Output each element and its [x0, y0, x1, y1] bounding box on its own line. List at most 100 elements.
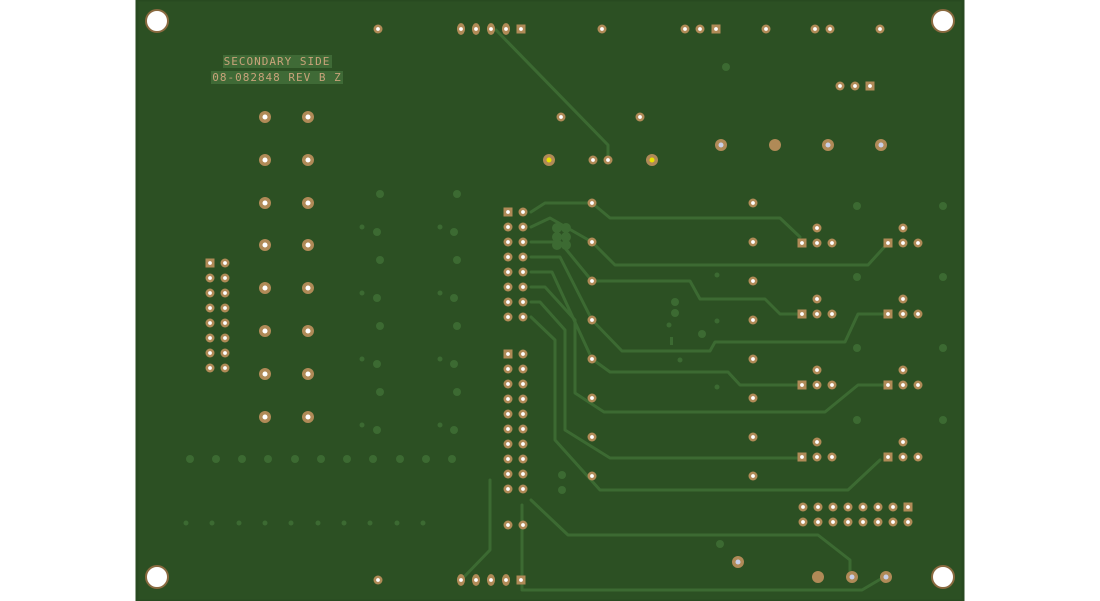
pad-1	[797, 380, 807, 390]
header-pin	[518, 312, 528, 322]
pad	[812, 452, 822, 462]
test-point	[587, 237, 597, 247]
header-pin	[518, 267, 528, 277]
header-pin-1	[516, 575, 526, 585]
header-pin	[205, 363, 215, 373]
header-pin	[843, 502, 853, 512]
pad	[898, 294, 908, 304]
pad-1	[865, 81, 875, 91]
via-pad	[373, 24, 383, 34]
header-pin	[503, 267, 513, 277]
pad-1	[883, 238, 893, 248]
pad	[810, 24, 820, 34]
pad	[812, 294, 822, 304]
pad-1	[797, 238, 807, 248]
header-pin	[503, 312, 513, 322]
header-pin	[858, 517, 868, 527]
header-pin	[486, 574, 496, 586]
header-pin	[873, 517, 883, 527]
pad	[827, 452, 837, 462]
pad	[898, 452, 908, 462]
header-pin	[205, 288, 215, 298]
header-pin	[843, 517, 853, 527]
header-pin	[220, 258, 230, 268]
test-point	[748, 471, 758, 481]
pad	[913, 309, 923, 319]
header-pin	[798, 517, 808, 527]
pad	[913, 380, 923, 390]
header-pin	[518, 364, 528, 374]
vias	[183, 63, 947, 548]
pad	[913, 452, 923, 462]
component-pad-1	[302, 154, 314, 166]
pad	[812, 309, 822, 319]
header-pin	[518, 439, 528, 449]
component-pad	[259, 282, 271, 294]
header-pin	[220, 318, 230, 328]
pad	[680, 24, 690, 34]
test-point	[587, 432, 597, 442]
test-point	[748, 393, 758, 403]
test-point	[587, 471, 597, 481]
header-pin	[471, 574, 481, 586]
component-pad	[259, 197, 271, 209]
header-pin	[503, 222, 513, 232]
header-pin	[456, 23, 466, 35]
pad-large	[646, 154, 658, 166]
component-pad-1	[302, 111, 314, 123]
test-point	[587, 276, 597, 286]
test-point	[748, 354, 758, 364]
pad-1	[797, 309, 807, 319]
pad	[898, 223, 908, 233]
component-pad-1	[302, 325, 314, 337]
component-pad-1	[302, 239, 314, 251]
pad	[695, 24, 705, 34]
copper-traces	[461, 28, 890, 592]
pad-1	[711, 24, 721, 34]
pad	[812, 238, 822, 248]
header-pin	[503, 454, 513, 464]
header-pin	[503, 379, 513, 389]
component-pad	[259, 325, 271, 337]
via-pad	[373, 575, 383, 585]
component-pad-1	[302, 411, 314, 423]
header-pin	[503, 394, 513, 404]
pad	[835, 81, 845, 91]
component-pad	[259, 154, 271, 166]
pad	[875, 24, 885, 34]
test-point	[748, 276, 758, 286]
pad	[827, 309, 837, 319]
header-pin	[471, 23, 481, 35]
pad	[503, 520, 513, 530]
silkscreen-line-1: SECONDARY SIDE	[224, 55, 331, 68]
component-pad-1	[302, 282, 314, 294]
copper-pads	[205, 23, 923, 586]
pad	[827, 380, 837, 390]
header-pin	[503, 439, 513, 449]
header-pin	[798, 502, 808, 512]
pad	[898, 380, 908, 390]
header-pin	[873, 502, 883, 512]
component-pad	[259, 239, 271, 251]
header-pin	[503, 237, 513, 247]
mounting-hole-bl	[145, 565, 169, 589]
header-pin	[501, 23, 511, 35]
header-pin	[501, 574, 511, 586]
header-pin	[220, 303, 230, 313]
test-point	[587, 198, 597, 208]
header-pin	[903, 502, 913, 512]
header-pin	[518, 349, 528, 359]
header-pin	[205, 348, 215, 358]
pad-1	[797, 452, 807, 462]
pad	[812, 437, 822, 447]
header-pin	[205, 303, 215, 313]
header-pin	[828, 502, 838, 512]
header-pin	[813, 517, 823, 527]
component-pad-1	[302, 197, 314, 209]
header-pin	[888, 502, 898, 512]
component-pad	[259, 368, 271, 380]
pad	[898, 309, 908, 319]
mounting-hole-tr	[931, 9, 955, 33]
header-pin	[518, 379, 528, 389]
header-pin	[503, 252, 513, 262]
